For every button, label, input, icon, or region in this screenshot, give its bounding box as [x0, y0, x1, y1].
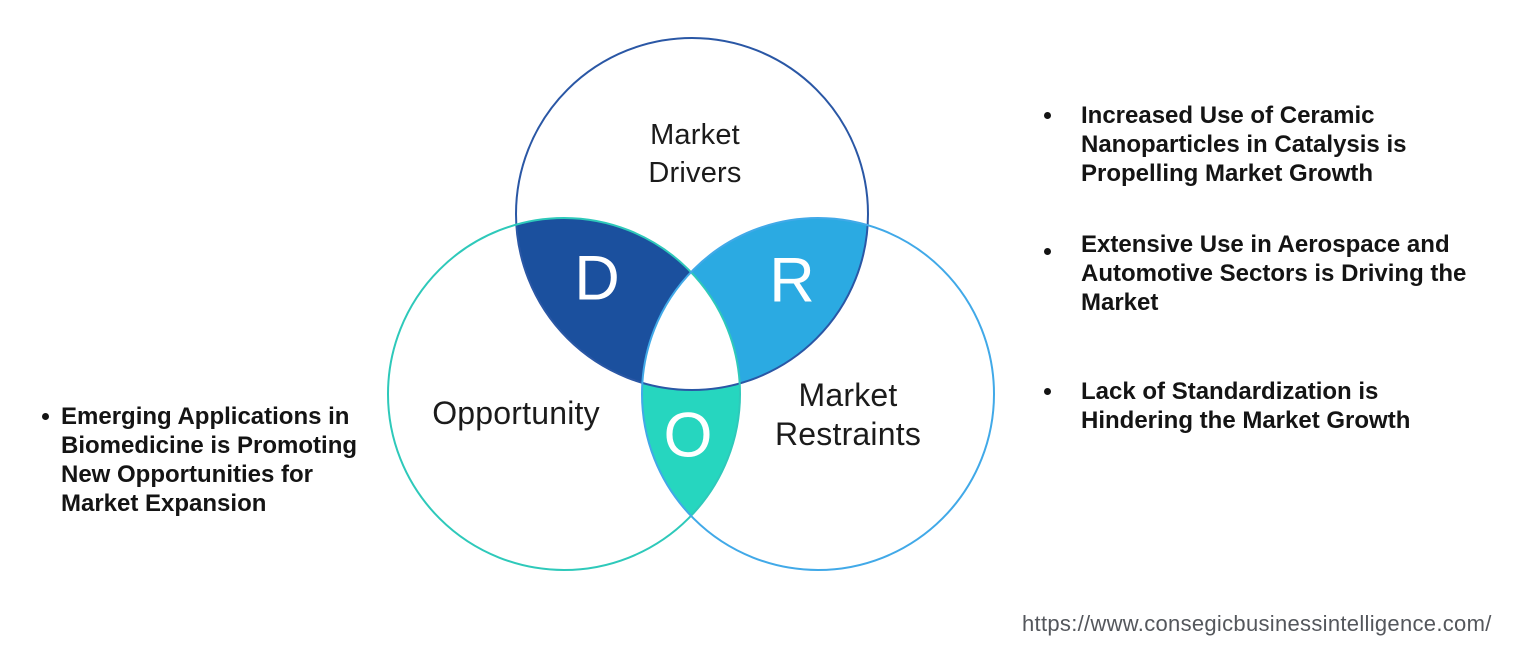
opportunity-circle-outline: [387, 217, 741, 571]
opportunity-label: Opportunity: [432, 395, 600, 431]
drivers-restraints-overlap: [642, 218, 868, 390]
bullet-text: Emerging Applications in Biomedicine is …: [61, 403, 358, 517]
bullet-dot-icon: [1044, 248, 1051, 255]
bullet-text: Increased Use of Ceramic Nanoparticles i…: [1081, 102, 1407, 187]
source-url: https://www.consegicbusinessintelligence…: [1022, 611, 1492, 636]
list-item: Extensive Use in Aerospace and Automotiv…: [1044, 230, 1494, 317]
drivers-opportunity-overlap: [516, 218, 740, 390]
bullet-dot-icon: [1044, 112, 1051, 119]
drivers-label: Market Drivers: [648, 119, 742, 189]
restraints-circle-outline: [641, 217, 995, 571]
bullet-dot-icon: [42, 413, 49, 420]
list-item: Lack of Standardization is Hindering the…: [1044, 377, 1494, 435]
letter-r: R: [769, 245, 815, 316]
bullet-text: Extensive Use in Aerospace and Automotiv…: [1081, 231, 1467, 316]
bullet-dot-icon: [1044, 388, 1051, 395]
restraints-label: Market Restraints: [774, 377, 922, 452]
list-item: Emerging Applications in Biomedicine is …: [42, 402, 372, 518]
letter-d: D: [574, 243, 620, 314]
drivers-circle-outline: [515, 37, 869, 391]
bullet-text: Lack of Standardization is Hindering the…: [1081, 378, 1411, 434]
letter-o: O: [663, 400, 713, 471]
list-item: Increased Use of Ceramic Nanoparticles i…: [1044, 101, 1494, 188]
